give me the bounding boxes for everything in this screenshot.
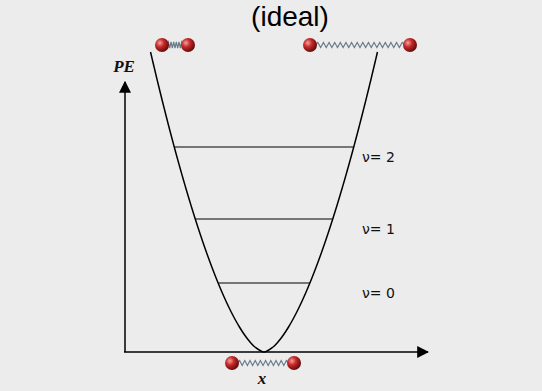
atom (287, 356, 301, 370)
spring (315, 43, 405, 48)
atom (225, 356, 239, 370)
level-label: ν= 2 (362, 150, 395, 165)
energy-levels (174, 147, 353, 283)
diatomic-molecule (225, 356, 301, 370)
atom (303, 38, 317, 52)
atom (403, 38, 417, 52)
molecules (155, 38, 417, 370)
atom (155, 38, 169, 52)
axis-label: x (258, 370, 267, 389)
level-label: ν= 1 (362, 222, 395, 237)
level-label: ν= 0 (362, 286, 395, 301)
atom (181, 38, 195, 52)
level-line (174, 146, 353, 147)
spring (237, 361, 289, 366)
title: (ideal) (251, 2, 329, 33)
diatomic-molecule (303, 38, 417, 52)
potential-curve (151, 52, 378, 352)
spring (167, 42, 183, 48)
x-axis (124, 351, 428, 353)
parabola (151, 52, 378, 352)
level-line (195, 218, 332, 219)
level-line (218, 282, 310, 283)
diatomic-molecule (155, 38, 195, 52)
axes (124, 82, 428, 352)
y-axis (124, 82, 126, 352)
axis-label: PE (113, 58, 135, 77)
